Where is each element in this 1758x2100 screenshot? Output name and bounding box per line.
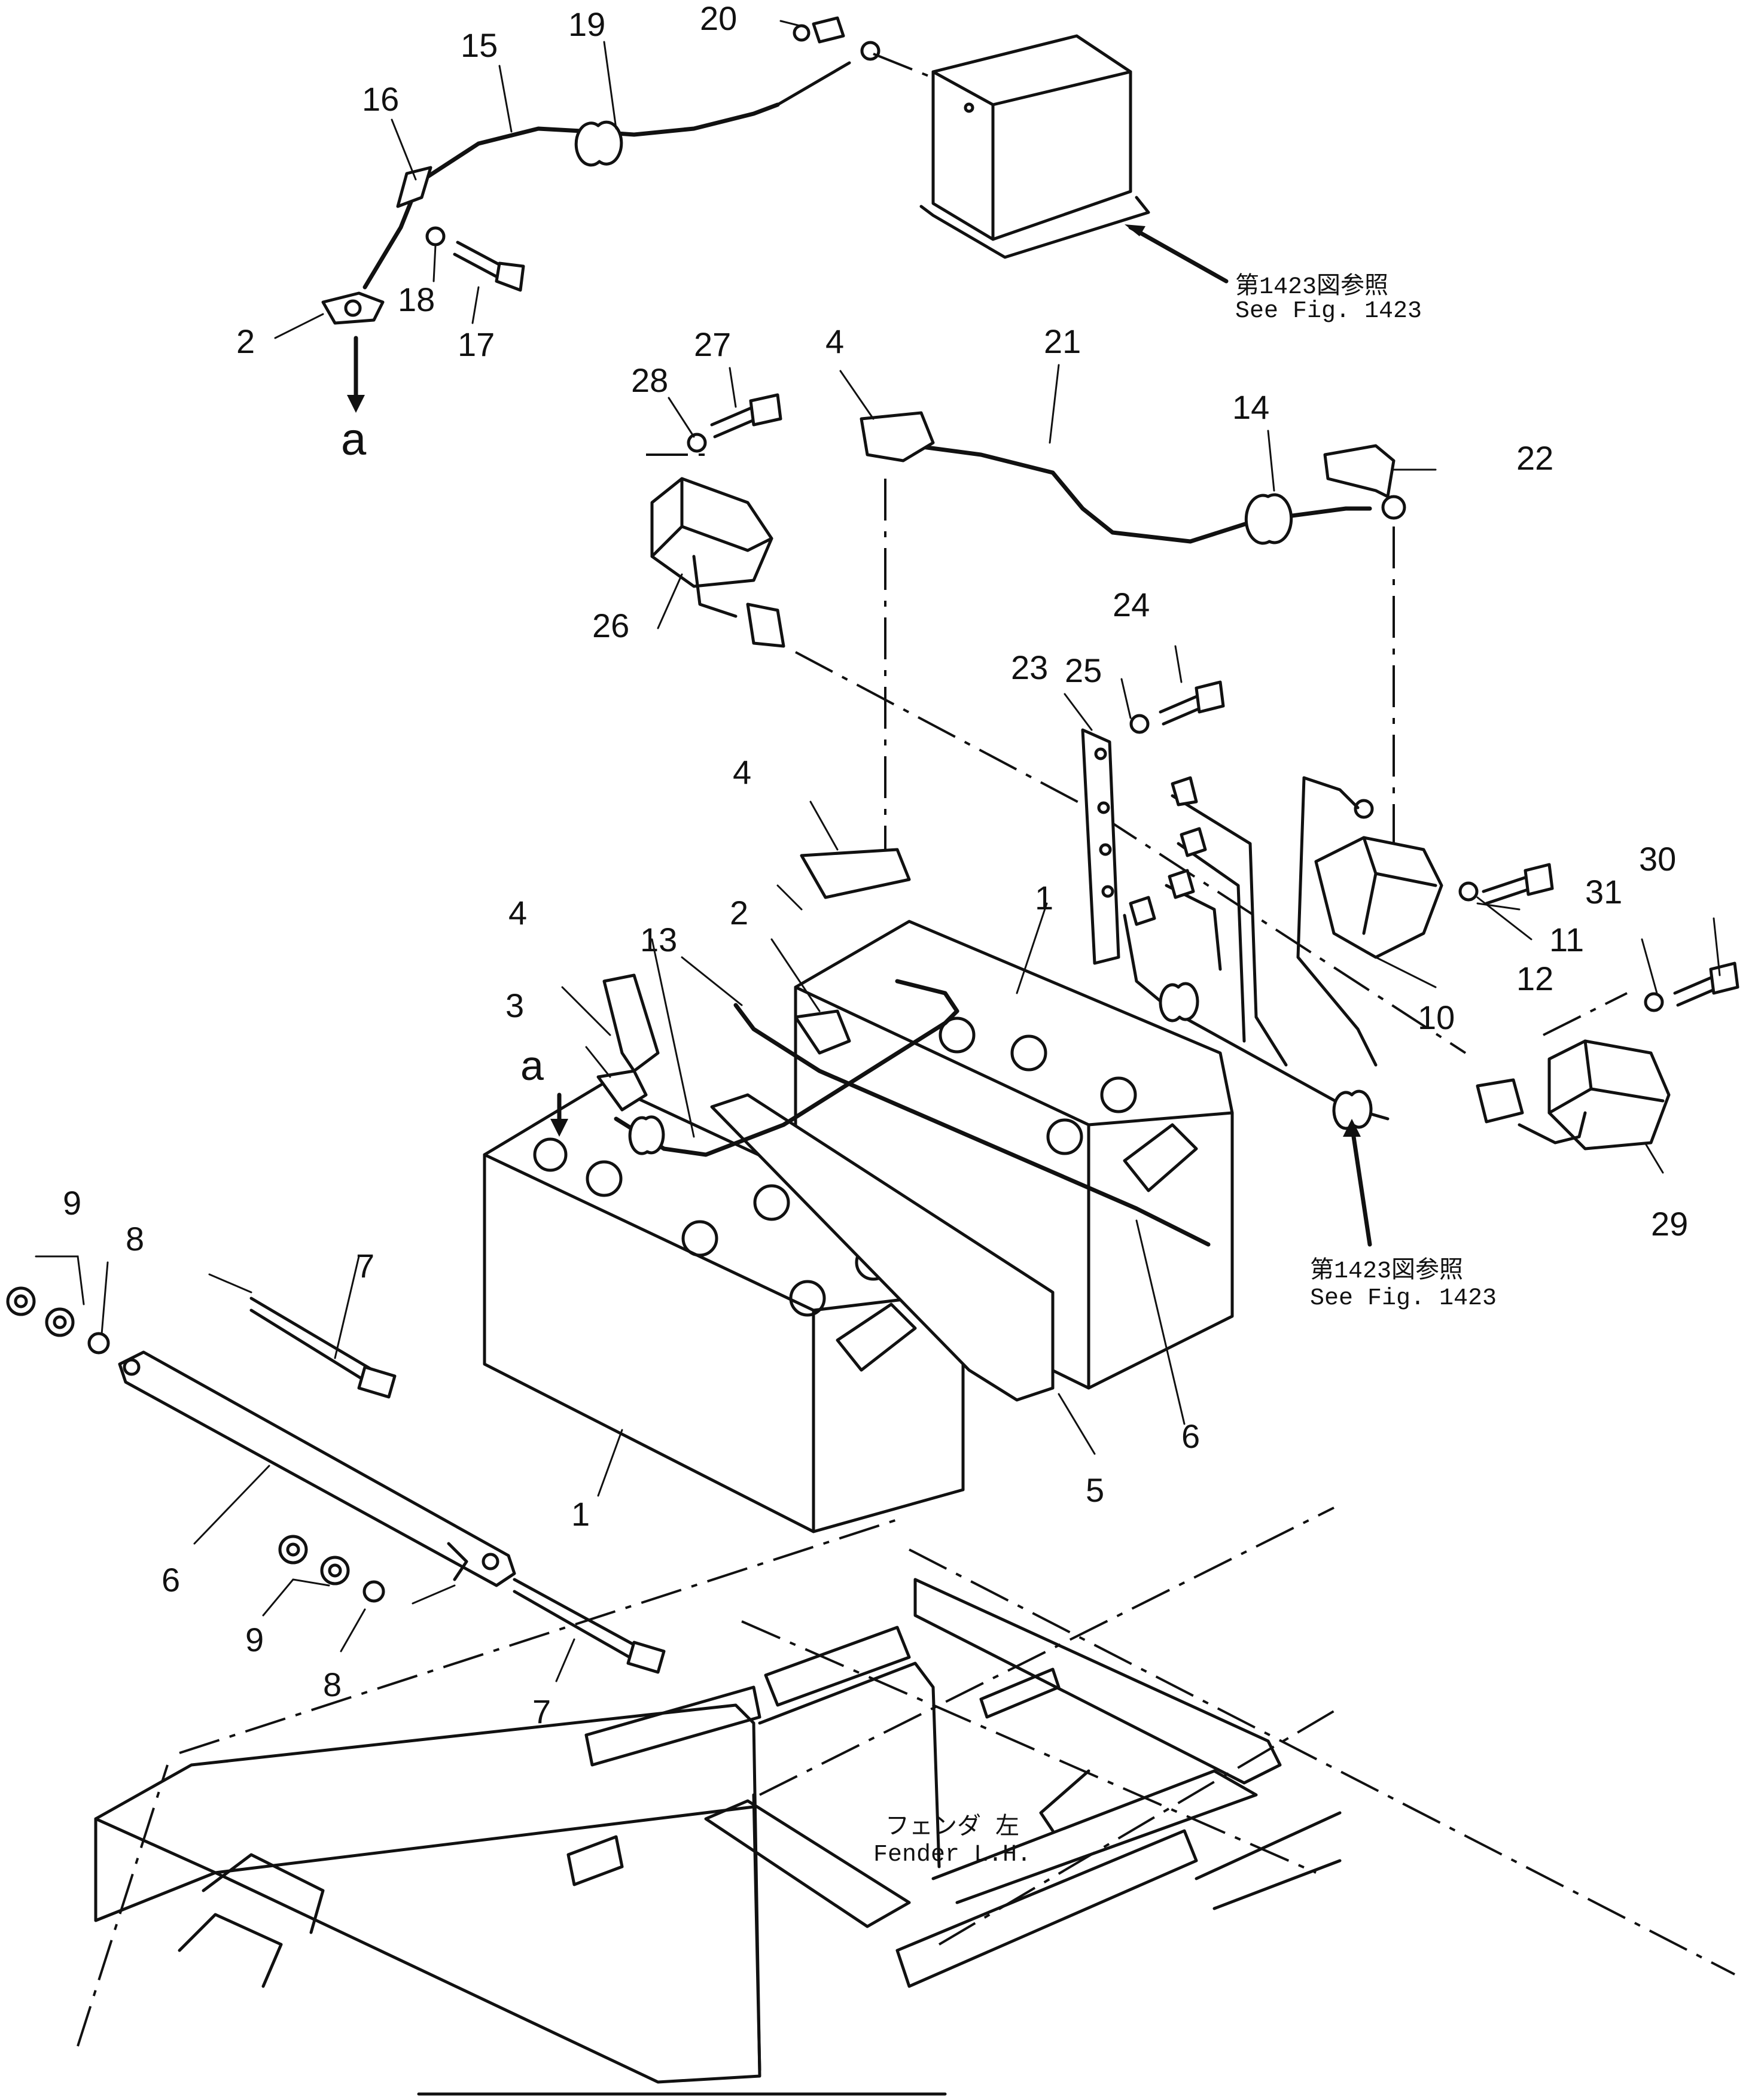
arrow-see-fig-lower (1349, 1122, 1372, 1247)
label-28: 28 (631, 361, 668, 399)
label-30: 30 (1639, 840, 1676, 878)
wiring-harness (1123, 776, 1390, 1130)
label-4-b: 4 (733, 753, 751, 791)
label-9-upper: 9 (63, 1184, 81, 1222)
label-16: 16 (362, 80, 399, 118)
nuts-9-upper (6, 1286, 75, 1337)
label-11: 11 (1549, 921, 1584, 958)
label-7-lower: 7 (532, 1693, 551, 1730)
label-25: 25 (1065, 652, 1102, 689)
battery-relay-10 (1296, 776, 1443, 1067)
label-7-upper: 7 (356, 1247, 374, 1285)
bolt-30 (1673, 961, 1739, 1007)
label-1-rear: 1 (1035, 879, 1053, 917)
label-4-c: 4 (508, 894, 527, 932)
washer-8-lower (362, 1580, 385, 1603)
label-13: 13 (640, 921, 677, 958)
label-6-left: 6 (162, 1561, 180, 1599)
relay-26 (646, 454, 785, 648)
label-8-upper: 8 (126, 1220, 144, 1258)
label-5: 5 (1086, 1471, 1104, 1509)
cable-13 (614, 979, 1211, 1247)
label-3: 3 (505, 987, 524, 1024)
label-2-mid: 2 (730, 894, 748, 932)
reference-jp: 第1423図参照 (1310, 1256, 1463, 1285)
reference-en: See Fig. 1423 (1235, 298, 1422, 325)
fender-label: フェンダ 左 Fender L.H. (873, 1813, 1031, 1868)
connector-mark-a-top: a (341, 414, 367, 465)
label-14: 14 (1232, 388, 1269, 426)
terminal-20 (793, 16, 845, 44)
connector-mark-a-battery: a (520, 1042, 544, 1089)
relay-29 (1476, 992, 1671, 1151)
terminal-cap-4-left (602, 973, 660, 1073)
label-4-a: 4 (825, 322, 844, 360)
label-15: 15 (461, 26, 498, 64)
label-8-lower: 8 (323, 1666, 342, 1703)
label-22: 22 (1516, 439, 1553, 477)
bolt-24 (1159, 680, 1225, 726)
label-24: 24 (1113, 586, 1150, 623)
reference-jp: 第1423図参照 (1235, 272, 1388, 301)
label-12: 12 (1516, 960, 1553, 997)
bracket-23 (1081, 728, 1120, 965)
terminal-clamp-2 (794, 1009, 851, 1055)
label-6-right: 6 (1181, 1417, 1200, 1455)
battery-relay-box (919, 34, 1150, 259)
label-20: 20 (700, 0, 737, 37)
label-29: 29 (1651, 1205, 1688, 1243)
battery-cable-15 (362, 41, 880, 290)
bolt-11 (1482, 863, 1554, 905)
washer-8-upper (87, 1332, 110, 1355)
see-fig-reference-top: 第1423図参照 See Fig. 1423 (1235, 272, 1422, 325)
battery-cable-21 (860, 411, 1406, 545)
reference-en: See Fig. 1423 (1310, 1285, 1497, 1312)
part-labels: 1 1 2 2 3 4 4 4 4 5 6 6 7 7 8 8 9 9 10 1… (63, 0, 1688, 1730)
label-1-front: 1 (571, 1495, 590, 1533)
rod-7-lower (513, 1578, 666, 1674)
arrow-to-box (1128, 225, 1229, 284)
label-23: 23 (1011, 649, 1048, 686)
bolt-17 (453, 241, 525, 292)
nuts-9-lower (278, 1535, 350, 1585)
fender-label-en: Fender L.H. (873, 1842, 1031, 1868)
label-18: 18 (398, 281, 435, 318)
terminal-clamp-top-2 (321, 291, 385, 325)
label-31: 31 (1585, 873, 1622, 911)
terminal-cap-4-mid (800, 848, 911, 899)
spacer-5 (710, 1093, 1055, 1402)
hold-down-bar-6 (118, 1350, 516, 1587)
see-fig-reference-lower: 第1423図参照 See Fig. 1423 (1310, 1256, 1497, 1312)
label-9-lower: 9 (245, 1621, 264, 1658)
terminal-cover-22 (1323, 444, 1396, 498)
label-10: 10 (1418, 999, 1455, 1036)
fender-frame (94, 1578, 1282, 2084)
label-19: 19 (568, 5, 605, 43)
label-26: 26 (592, 607, 629, 644)
label-27: 27 (694, 325, 731, 363)
label-21: 21 (1044, 322, 1081, 360)
leader-lines (35, 20, 1721, 1682)
bolt-27 (710, 393, 782, 439)
fender-label-jp: フェンダ 左 (885, 1813, 1019, 1842)
label-2-top: 2 (236, 322, 255, 360)
rod-7-upper (249, 1296, 397, 1399)
terminal-clamp-3 (596, 1069, 648, 1112)
label-17: 17 (458, 325, 495, 363)
